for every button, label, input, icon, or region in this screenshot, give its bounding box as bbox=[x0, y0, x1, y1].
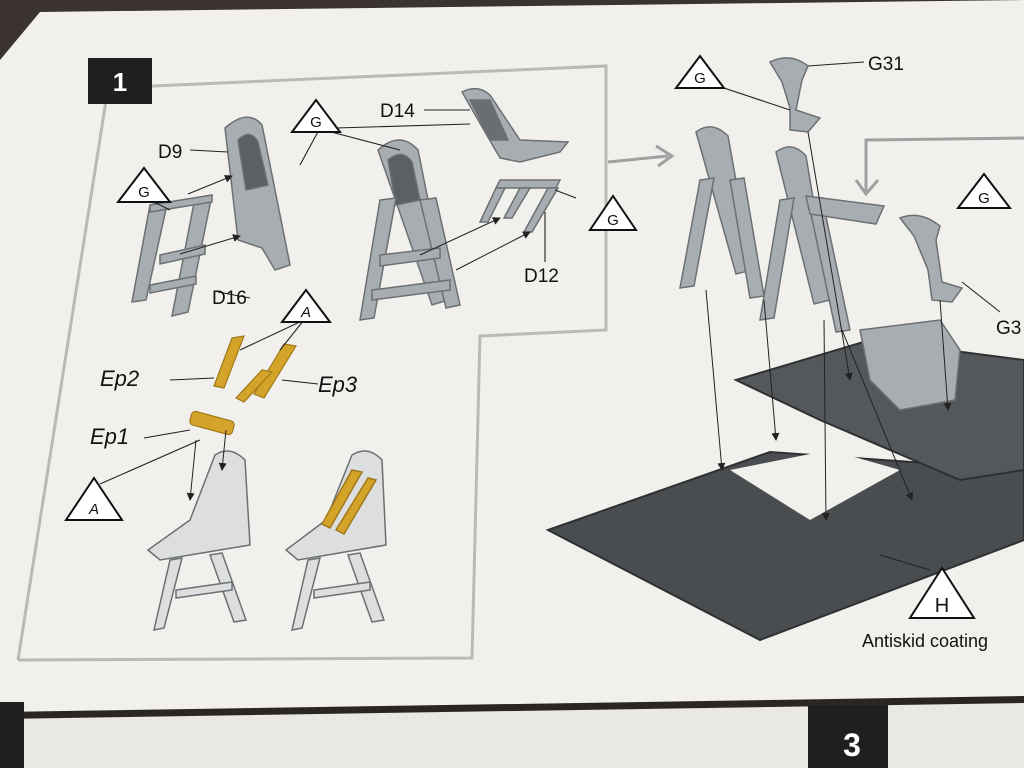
next-step-badge bbox=[808, 705, 888, 768]
antiskid-note: Antiskid coating bbox=[862, 631, 988, 651]
paint-callout-g-top bbox=[290, 98, 342, 133]
seat-with-belts-left bbox=[146, 450, 251, 631]
next-step-number: 3 bbox=[843, 727, 861, 763]
label-d12: D12 bbox=[524, 266, 559, 287]
label-d14: D14 bbox=[380, 101, 415, 122]
paint-callout-h bbox=[908, 566, 976, 619]
assembled-seat-center bbox=[359, 139, 461, 321]
seat-back-d9 bbox=[224, 116, 291, 271]
paint-code-a-top: A bbox=[300, 304, 311, 321]
seat-belts-photoetched bbox=[189, 335, 297, 436]
paint-code-h: H bbox=[935, 595, 949, 617]
step-frame-left bbox=[16, 87, 110, 661]
control-stick-g31 bbox=[768, 57, 964, 303]
label-ep3: Ep3 bbox=[318, 372, 358, 397]
step-number: 1 bbox=[113, 67, 127, 97]
paint-code-g-top: G bbox=[310, 114, 322, 131]
paint-callout-g-right bbox=[955, 172, 1013, 209]
paint-code-g-right: G bbox=[978, 190, 990, 207]
page-gap bbox=[0, 696, 1024, 719]
paint-code-g-mid: G bbox=[607, 212, 619, 229]
paint-callout-letters: G G G A A G G H bbox=[88, 70, 990, 617]
left-page-badge bbox=[0, 702, 24, 768]
label-g31: G31 bbox=[868, 54, 904, 75]
belt-ep2 bbox=[213, 335, 245, 389]
cockpit-floor bbox=[545, 319, 1024, 642]
leader-lines bbox=[99, 61, 1001, 571]
paint-callout-a-top bbox=[280, 288, 332, 323]
seat-with-belts-right bbox=[284, 450, 387, 631]
flow-arrow bbox=[607, 154, 669, 164]
paint-code-g-left: G bbox=[138, 184, 150, 201]
step-frame bbox=[17, 64, 608, 662]
console-box bbox=[859, 319, 961, 411]
belt-ep1 bbox=[189, 410, 235, 436]
paint-code-a-bottom: A bbox=[88, 501, 99, 518]
paint-callout-g-left bbox=[115, 166, 173, 203]
paint-callout-g-mid bbox=[588, 194, 638, 231]
label-ep1: Ep1 bbox=[90, 424, 129, 449]
paint-callouts bbox=[64, 54, 1013, 619]
label-g3x: G3 bbox=[996, 318, 1021, 339]
label-d9: D9 bbox=[158, 142, 182, 163]
flow-arrow-right bbox=[864, 136, 1024, 192]
cockpit-seats-right bbox=[679, 126, 886, 333]
step-number-badge bbox=[88, 58, 152, 104]
assembly-arrows bbox=[179, 131, 952, 521]
seat-pan-d14 bbox=[460, 87, 570, 163]
seat-frame-d16 bbox=[131, 194, 213, 318]
part-labels: D9 D14 D16 D12 Ep2 Ep3 Ep1 G31 G3 Antisk… bbox=[90, 54, 1021, 651]
label-d16: D16 bbox=[212, 288, 247, 309]
label-ep2: Ep2 bbox=[100, 366, 139, 391]
paint-code-g-right-top: G bbox=[694, 70, 706, 87]
leg-frame-d12 bbox=[478, 179, 562, 233]
paint-callout-a-bottom bbox=[64, 476, 124, 521]
paint-callout-g-right-top bbox=[674, 54, 726, 89]
